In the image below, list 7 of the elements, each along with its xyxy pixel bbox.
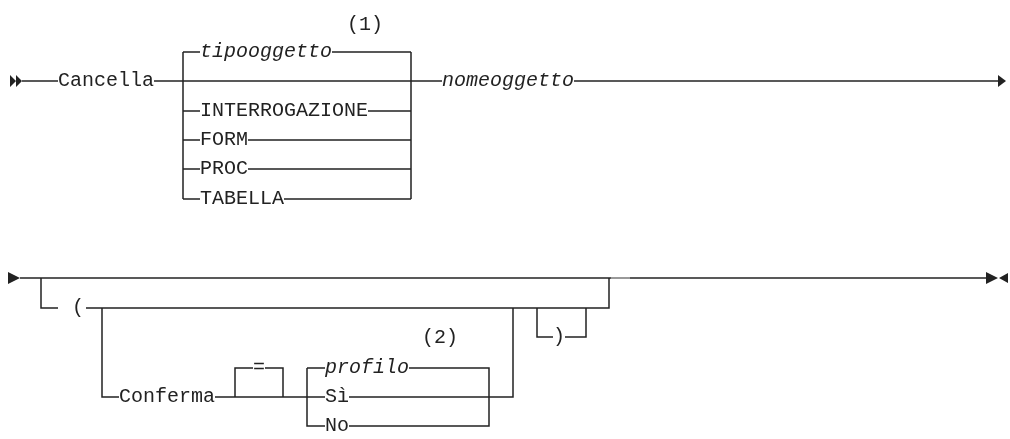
syntax-variable: tipooggetto [200,42,333,62]
syntax-variable: profilo [325,358,409,378]
syntax-symbol: ( [72,298,84,318]
footnote-reference: (2) [422,328,458,348]
syntax-variable: nomeoggetto [442,71,575,91]
footnote-reference: (1) [347,15,383,35]
syntax-symbol: ) [553,327,565,347]
